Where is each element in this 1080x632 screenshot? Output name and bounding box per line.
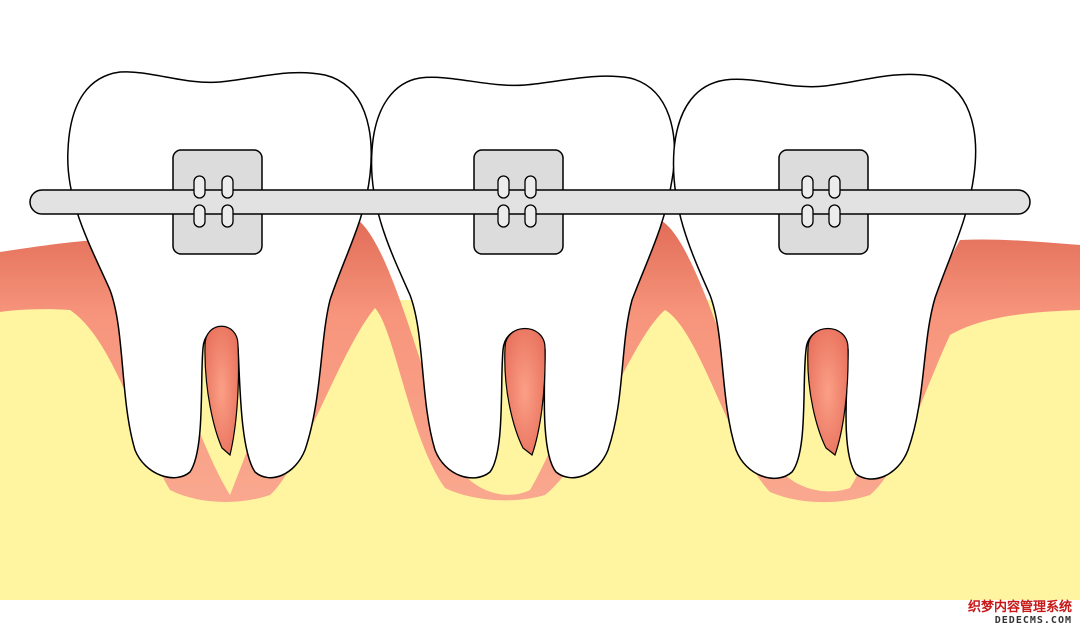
root-canal-right <box>807 327 849 456</box>
watermark-line-2: DEDECMS.COM <box>994 615 1072 626</box>
root-canal-left <box>204 325 240 457</box>
tooth-middle <box>370 75 676 479</box>
bracket-pegs-left <box>193 175 234 228</box>
bracket-pegs-right <box>801 175 841 228</box>
tooth-right <box>672 73 977 480</box>
tooth-left <box>67 71 372 479</box>
watermark-line-1: 织梦内容管理系统 <box>967 599 1072 615</box>
watermark: 织梦内容管理系统 DEDECMS.COM <box>967 599 1072 626</box>
root-canal-middle <box>504 327 546 456</box>
bracket-pegs-middle <box>497 175 537 228</box>
